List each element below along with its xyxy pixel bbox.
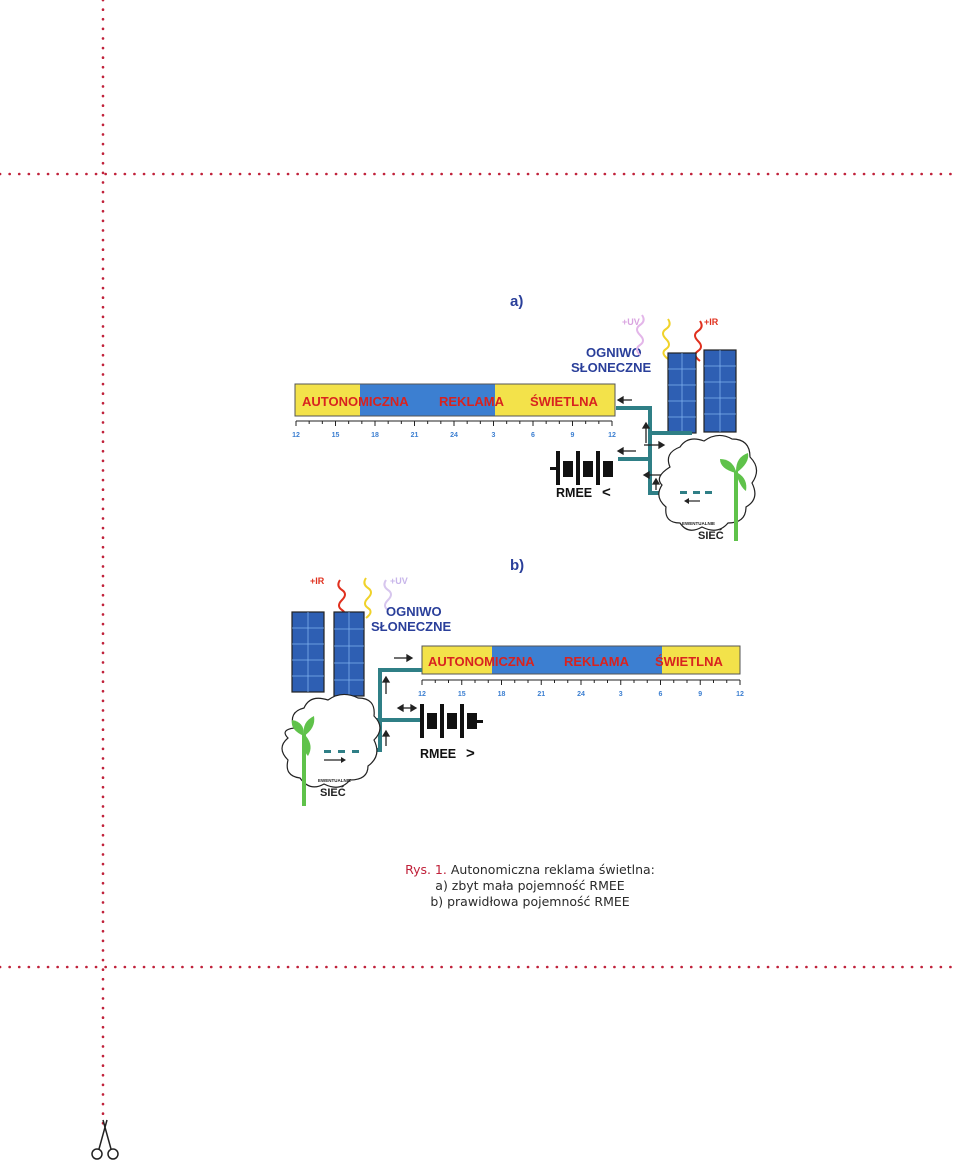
- svg-text:ŚWIETLNA: ŚWIETLNA: [530, 394, 598, 409]
- svg-text:OGNIWO: OGNIWO: [586, 345, 642, 360]
- ruler-tick-label: 21: [411, 432, 419, 439]
- caption-prefix: Rys. 1.: [405, 862, 447, 877]
- ruler-tick-label: 6: [659, 691, 663, 698]
- svg-text:RMEE: RMEE: [556, 486, 592, 500]
- svg-text:+UV: +UV: [622, 317, 640, 327]
- battery-b: [420, 704, 483, 738]
- battery-a: [550, 451, 613, 485]
- svg-text:+UV: +UV: [390, 576, 408, 586]
- svg-text:SŁONECZNE: SŁONECZNE: [371, 619, 452, 634]
- ruler-tick-label: 15: [332, 432, 340, 439]
- svg-text:>: >: [466, 745, 475, 762]
- svg-text:RMEE: RMEE: [420, 747, 456, 761]
- ruler-tick-label: 24: [577, 691, 585, 698]
- svg-text:<: <: [602, 484, 611, 501]
- ruler-tick-label: 18: [498, 691, 506, 698]
- ruler-tick-label: 9: [698, 691, 702, 698]
- ruler-tick-label: 6: [531, 432, 535, 439]
- time-ruler-a: 12 15 18 21 24 3 6 9 12: [292, 420, 616, 439]
- time-ruler-b: 12 15 18 21 24 3 6 9 12: [418, 679, 744, 698]
- svg-text:EWENTUALNIE: EWENTUALNIE: [682, 521, 715, 526]
- ruler-tick-label: 3: [619, 691, 623, 698]
- svg-text:EWENTUALNIE: EWENTUALNIE: [318, 778, 351, 783]
- ruler-tick-label: 9: [571, 432, 575, 439]
- ruler-tick-label: 18: [371, 432, 379, 439]
- figure-caption: Rys. 1. Autonomiczna reklama świetlna: a…: [330, 862, 730, 910]
- grid-cloud-a: [658, 434, 758, 541]
- svg-text:+IR: +IR: [704, 317, 719, 327]
- diagram-a: a) AUTONOMICZNA REKLAMA ŚWIETLNA 12 15 18 2…: [292, 293, 758, 542]
- ruler-tick-label: 12: [736, 691, 744, 698]
- ruler-tick-label: 15: [458, 691, 466, 698]
- caption-line-b: b) prawidłowa pojemność RMEE: [430, 894, 630, 909]
- caption-line-a: a) zbyt mała pojemność RMEE: [435, 878, 625, 893]
- svg-text:SŁONECZNE: SŁONECZNE: [571, 360, 652, 375]
- svg-text:SIEĆ: SIEĆ: [698, 529, 724, 542]
- solar-panel-b: [291, 611, 365, 697]
- banner-a: AUTONOMICZNA REKLAMA ŚWIETLNA: [294, 383, 616, 417]
- ruler-tick-label: 12: [418, 691, 426, 698]
- banner-b: AUTONOMICZNA REKLAMA ŚWIETLNA: [421, 645, 741, 675]
- caption-title: Autonomiczna reklama świetlna:: [450, 862, 655, 877]
- grid-cloud-b: [281, 693, 381, 806]
- diagram-b-label: b): [510, 557, 524, 574]
- svg-text:ŚWIETLNA: ŚWIETLNA: [655, 654, 723, 669]
- ruler-tick-label: 12: [608, 432, 616, 439]
- svg-text:SIEĆ: SIEĆ: [320, 786, 346, 799]
- arrows-b: [350, 653, 418, 746]
- svg-text:REKLAMA: REKLAMA: [439, 394, 505, 409]
- svg-text:AUTONOMICZNA: AUTONOMICZNA: [302, 394, 409, 409]
- diagram-b: b) +IR +UV OGNIWO SŁONECZNE AUTONOMICZNA…: [281, 557, 744, 806]
- svg-text:+IR: +IR: [310, 576, 325, 586]
- ruler-tick-label: 24: [450, 432, 458, 439]
- scissors-icon: [91, 1119, 119, 1160]
- arrows-a: [616, 395, 666, 490]
- ruler-tick-label: 12: [292, 432, 300, 439]
- svg-text:AUTONOMICZNA: AUTONOMICZNA: [428, 654, 535, 669]
- svg-text:REKLAMA: REKLAMA: [564, 654, 630, 669]
- ruler-tick-label: 21: [537, 691, 545, 698]
- svg-text:OGNIWO: OGNIWO: [386, 604, 442, 619]
- solar-panel-a: [667, 349, 737, 434]
- diagram-a-label: a): [510, 293, 523, 310]
- ruler-tick-label: 3: [492, 432, 496, 439]
